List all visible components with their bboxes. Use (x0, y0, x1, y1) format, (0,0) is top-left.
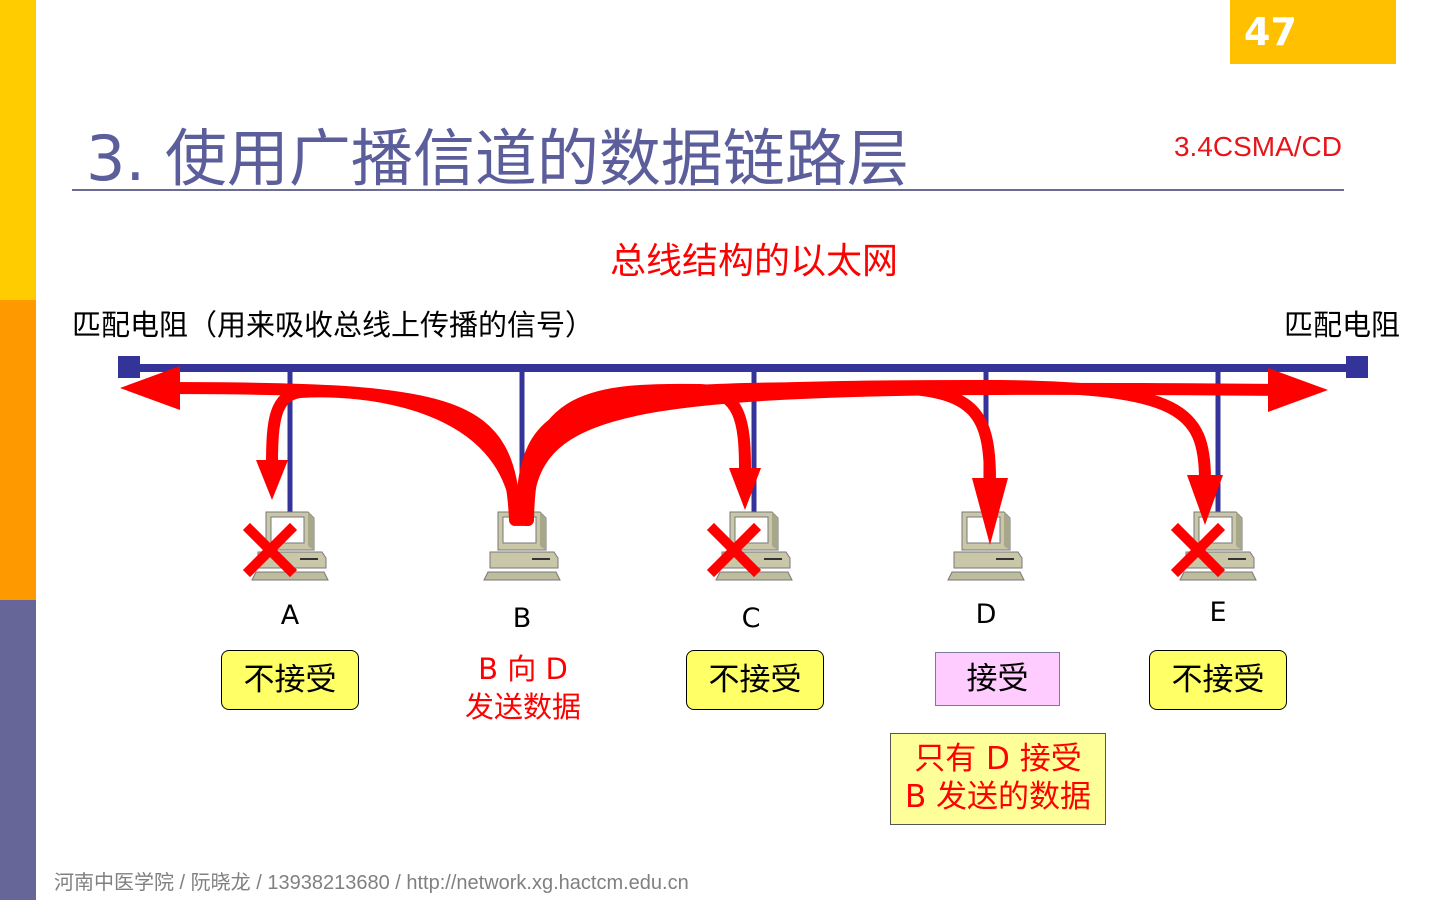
node-label-a: A (280, 600, 300, 631)
terminator-label-left: 匹配电阻（用来吸收总线上传播的信号） (72, 308, 595, 342)
sender-caption-line2: 发送数据 (464, 690, 581, 724)
status-box-c: 不接受 (686, 650, 824, 710)
diagram-title: 总线结构的以太网 (610, 241, 899, 282)
signal-paths (154, 379, 1286, 526)
arrowheads (120, 366, 1328, 545)
signal-to-right-end (520, 382, 1286, 526)
note-line2: B 发送的数据 (904, 779, 1092, 815)
sender-caption-line1: B 向 D (478, 652, 568, 686)
signal-to-left-end (154, 382, 521, 526)
section-tag: 3.4CSMA/CD (1173, 131, 1342, 162)
status-box-a: 不接受 (221, 650, 359, 710)
note-line1: 只有 D 接受 (914, 741, 1082, 777)
sender-caption: B 向 D 发送数据 (450, 650, 596, 726)
terminator-left (118, 356, 140, 378)
sidebar-accent-purple (0, 600, 36, 900)
footer: 河南中医学院 / 阮晓龙 / 13938213680 / http://netw… (54, 872, 689, 894)
arrowhead-right-end (1268, 368, 1328, 412)
signal-to-a (266, 385, 524, 526)
page-number: 47 (1230, 0, 1396, 64)
arrowhead-a (256, 460, 288, 500)
terminator-right (1346, 356, 1368, 378)
sidebar-accent-orange (0, 300, 36, 600)
arrowhead-e (1187, 475, 1223, 525)
slide-title: 3. 使用广播信道的数据链路层 (86, 122, 909, 195)
arrowhead-left-end (120, 366, 180, 410)
node-label-d: D (975, 599, 997, 630)
node-label-c: C (741, 603, 761, 634)
status-box-e: 不接受 (1149, 650, 1287, 710)
arrowhead-c (729, 468, 761, 510)
node-label-b: B (512, 603, 532, 634)
node-label-e: E (1209, 597, 1227, 628)
status-box-d: 接受 (935, 652, 1060, 706)
terminator-label-right: 匹配电阻 (1284, 308, 1401, 342)
arrowhead-d (972, 478, 1008, 545)
sidebar-accent-yellow (0, 0, 36, 300)
title-divider (72, 189, 1344, 191)
note-box: 只有 D 接受 B 发送的数据 (890, 733, 1106, 825)
